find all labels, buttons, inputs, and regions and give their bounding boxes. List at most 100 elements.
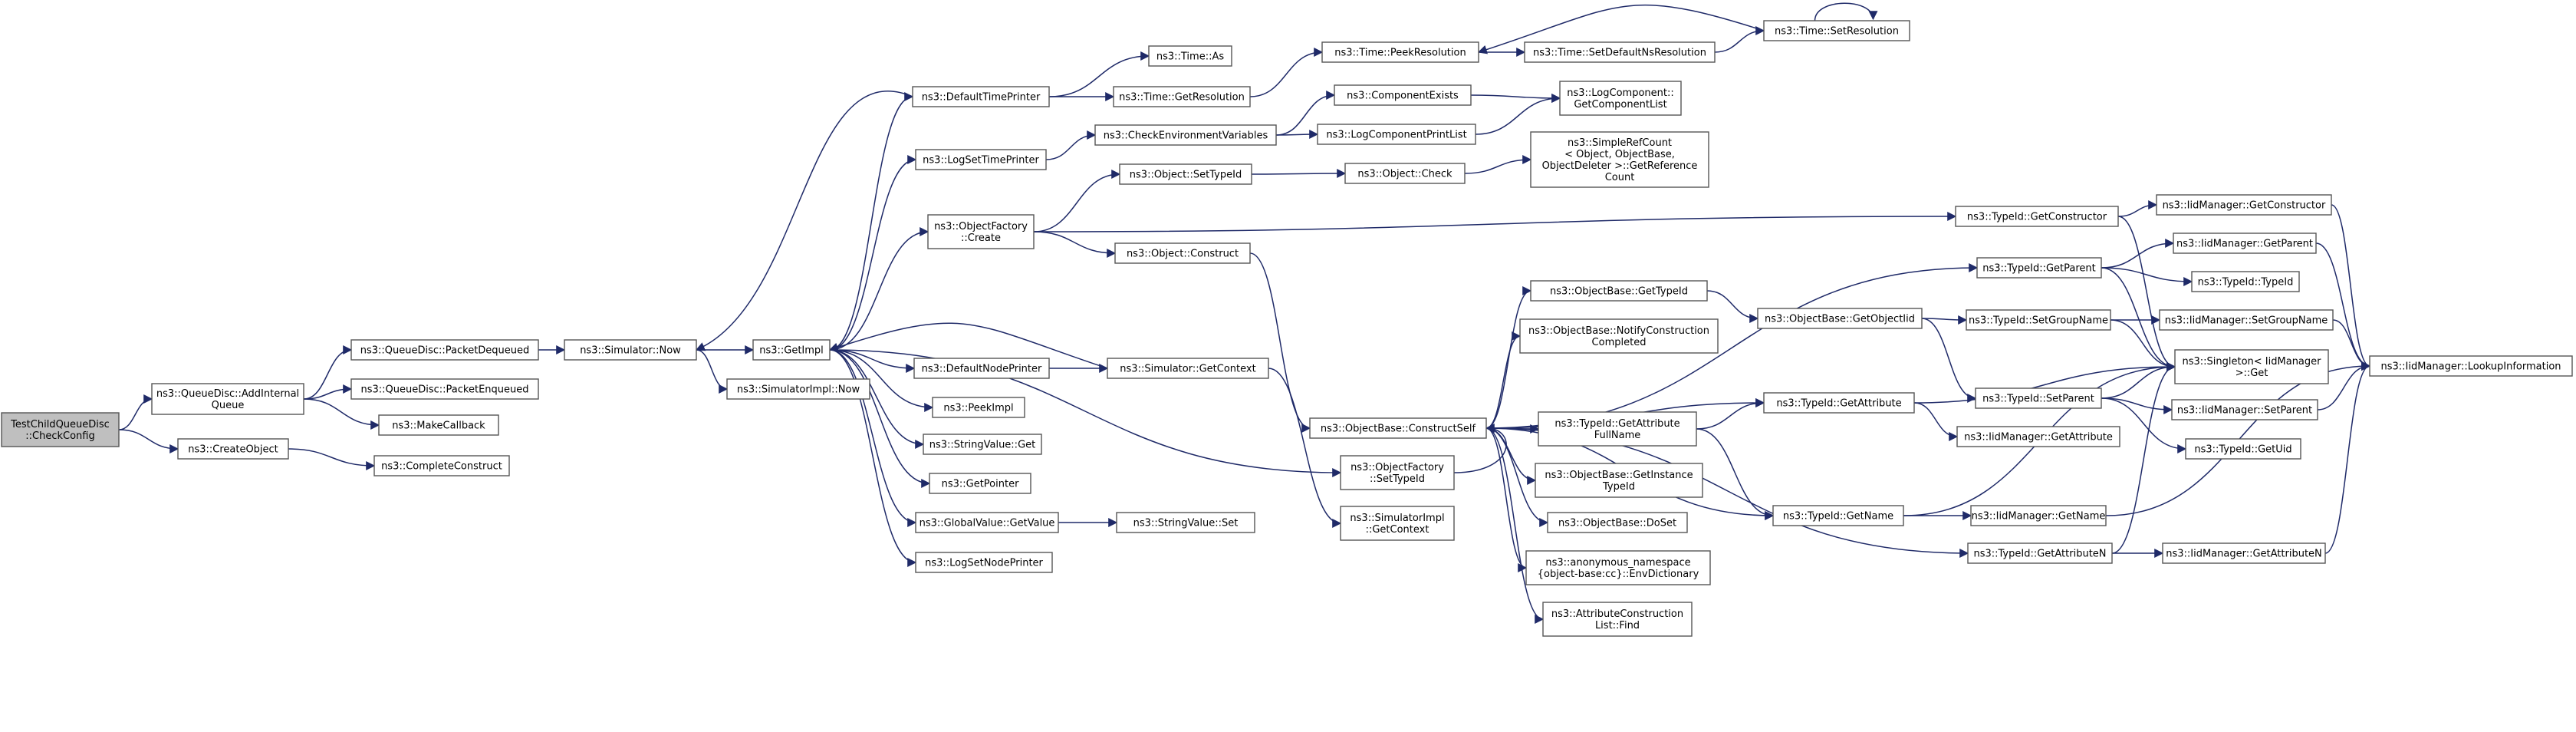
node-timepeek[interactable]: ns3::Time::PeekResolution — [1321, 41, 1479, 63]
node-createobj[interactable]: ns3::CreateObject — [177, 438, 289, 460]
node-box — [1524, 41, 1716, 63]
node-compexists[interactable]: ns3::ComponentExists — [1334, 84, 1472, 106]
node-iidgetattr[interactable]: ns3::IidManager::GetAttribute — [1956, 426, 2120, 447]
edge-createobj-to-complete — [288, 448, 376, 470]
node-objsettid[interactable]: ns3::Object::SetTypeId — [1119, 163, 1252, 185]
node-box — [726, 378, 870, 400]
node-iidlookup[interactable]: ns3::IidManager::LookupInformation — [2369, 355, 2573, 377]
node-label-line: ns3::ComponentExists — [1347, 91, 1459, 102]
edge-obgettid-to-obgetobjtid — [1706, 290, 1759, 323]
node-peekimpl[interactable]: ns3::PeekImpl — [932, 397, 1025, 418]
node-label-line: ns3::IidManager::GetName — [1972, 511, 2106, 523]
node-box — [927, 214, 1035, 249]
node-obgetobjtid[interactable]: ns3::ObjectBase::GetObjectIid — [1757, 308, 1923, 329]
node-obgettid[interactable]: ns3::ObjectBase::GetTypeId — [1530, 280, 1708, 302]
edge-compexists-to-logcompgetlist — [1470, 93, 1561, 103]
node-gvget[interactable]: ns3::GlobalValue::GetValue — [915, 512, 1059, 533]
node-obconstructself[interactable]: ns3::ObjectBase::ConstructSelf — [1309, 417, 1487, 439]
node-box — [1757, 308, 1923, 329]
node-getptr[interactable]: ns3::GetPointer — [929, 473, 1031, 494]
node-simimplgetctx[interactable]: ns3::SimulatorImpl::GetContext — [1340, 506, 1455, 541]
node-label-line: ns3::ObjectBase::GetInstance — [1545, 470, 1693, 481]
node-tidgetname[interactable]: ns3::TypeId::GetName — [1772, 505, 1904, 526]
node-label-line: ns3::MakeCallback — [392, 420, 485, 432]
edge-tidgetparent-to-iidgetparent — [2101, 239, 2175, 269]
node-ofsettid[interactable]: ns3::ObjectFactory::SetTypeId — [1340, 455, 1455, 490]
node-timesetres[interactable]: ns3::Time::SetResolution — [1763, 20, 1910, 41]
node-root[interactable]: TestChildQueueDisc::CheckConfig — [1, 412, 120, 447]
node-ofcreate[interactable]: ns3::ObjectFactory::Create — [927, 214, 1035, 249]
node-deftp[interactable]: ns3::DefaultTimePrinter — [912, 86, 1050, 107]
node-label-line: ns3::IidManager::GetAttribute — [1964, 432, 2113, 443]
edge-deftp-to-simnow — [695, 91, 913, 351]
node-label-line: ns3::StringValue::Get — [929, 440, 1035, 451]
node-label-line: GetComponentList — [1574, 99, 1666, 110]
edge-iidgetattrn-to-iidlookup — [2324, 361, 2371, 554]
node-tidgetattr[interactable]: ns3::TypeId::GetAttribute — [1763, 392, 1915, 414]
node-checkenv[interactable]: ns3::CheckEnvironmentVariables — [1094, 124, 1277, 146]
node-svset[interactable]: ns3::StringValue::Set — [1116, 512, 1255, 533]
node-timesetdefns[interactable]: ns3::Time::SetDefaultNsResolution — [1524, 41, 1716, 63]
node-simgetctx[interactable]: ns3::Simulator::GetContext — [1107, 358, 1269, 379]
node-iidgetattrn[interactable]: ns3::IidManager::GetAttributeN — [2162, 542, 2326, 564]
node-label-line: ns3::Simulator::Now — [580, 345, 681, 357]
edge-simgetctx-to-simimplgetctx — [1268, 368, 1342, 528]
node-box — [1535, 463, 1703, 498]
node-label-line: ns3::ObjectBase::DoSet — [1558, 518, 1676, 529]
node-iidgetname[interactable]: ns3::IidManager::GetName — [1970, 505, 2107, 526]
node-simnow[interactable]: ns3::Simulator::Now — [564, 339, 697, 361]
node-anonenv[interactable]: ns3::anonymous_namespace{object-base:cc}… — [1525, 550, 1711, 585]
node-label-line: ns3::TypeId::GetAttributeN — [1973, 549, 2106, 560]
node-simimplnow[interactable]: ns3::SimulatorImpl::Now — [726, 378, 870, 400]
node-label-line: ns3::Time::As — [1156, 51, 1225, 63]
node-iidgetconstr[interactable]: ns3::IidManager::GetConstructor — [2156, 194, 2332, 216]
node-label-line: ns3::CompleteConstruct — [381, 461, 502, 473]
node-svget[interactable]: ns3::StringValue::Get — [923, 434, 1042, 455]
node-logcompgetlist[interactable]: ns3::LogComponent::GetComponentList — [1559, 81, 1682, 116]
node-defnp[interactable]: ns3::DefaultNodePrinter — [913, 358, 1050, 379]
node-simplerefcount[interactable]: ns3::SimpleRefCount< Object, ObjectBase,… — [1530, 131, 1709, 188]
edge-deftp-to-timeas — [1048, 51, 1150, 97]
edge-getimpl-to-svget — [829, 349, 925, 449]
node-label-line: ns3::TypeId::GetName — [1783, 511, 1893, 523]
node-label-line: FullName — [1594, 430, 1641, 441]
node-pktdeq[interactable]: ns3::QueueDisc::PacketDequeued — [350, 339, 539, 361]
node-logcompprint[interactable]: ns3::LogComponentPrintList — [1317, 124, 1476, 145]
node-logstp[interactable]: ns3::LogSetTimePrinter — [915, 149, 1047, 170]
node-tidsetparent[interactable]: ns3::TypeId::SetParent — [1975, 387, 2102, 409]
node-makecb[interactable]: ns3::MakeCallback — [378, 414, 499, 436]
edge-obconstructself-to-anonenv — [1485, 427, 1528, 572]
edge-tidsetparent-to-singleton — [2101, 362, 2176, 399]
node-timeas[interactable]: ns3::Time::As — [1148, 45, 1232, 67]
node-obnotify[interactable]: ns3::ObjectBase::NotifyConstructionCompl… — [1519, 318, 1719, 354]
node-tidgetconstr[interactable]: ns3::TypeId::GetConstructor — [1955, 206, 2119, 227]
node-label-line: ns3::CreateObject — [188, 444, 278, 456]
node-objconstruct[interactable]: ns3::Object::Construct — [1114, 242, 1251, 264]
node-obdoset[interactable]: ns3::ObjectBase::DoSet — [1547, 512, 1688, 533]
node-timegetres[interactable]: ns3::Time::GetResolution — [1113, 86, 1251, 107]
edge-getimpl-to-getptr — [829, 349, 931, 488]
node-getimpl[interactable]: ns3::GetImpl — [752, 339, 831, 361]
edge-checkenv-to-compexists — [1275, 91, 1336, 136]
node-tidtid[interactable]: ns3::TypeId::TypeId — [2191, 271, 2300, 292]
node-complete[interactable]: ns3::CompleteConstruct — [373, 455, 510, 476]
node-iidsetparent[interactable]: ns3::IidManager::SetParent — [2171, 399, 2318, 420]
node-iidsetgroup[interactable]: ns3::IidManager::SetGroupName — [2159, 309, 2334, 331]
node-tidgetparent[interactable]: ns3::TypeId::GetParent — [1976, 257, 2102, 279]
node-logsnp[interactable]: ns3::LogSetNodePrinter — [915, 552, 1053, 573]
node-pktenq[interactable]: ns3::QueueDisc::PacketEnqueued — [350, 378, 539, 400]
edge-getimpl-to-ofsettid — [829, 349, 1342, 477]
node-iidgetparent[interactable]: ns3::IidManager::GetParent — [2173, 232, 2317, 254]
node-box — [1966, 309, 2111, 331]
node-box — [915, 552, 1053, 573]
node-singleton[interactable]: ns3::Singleton< IidManager>::Get — [2174, 349, 2329, 384]
node-tidgetattrn[interactable]: ns3::TypeId::GetAttributeN — [1967, 542, 2113, 564]
node-objcheck[interactable]: ns3::Object::Check — [1344, 163, 1466, 184]
node-tidsetgroup[interactable]: ns3::TypeId::SetGroupName — [1966, 309, 2111, 331]
node-tidgetuid[interactable]: ns3::TypeId::GetUid — [2185, 438, 2301, 460]
